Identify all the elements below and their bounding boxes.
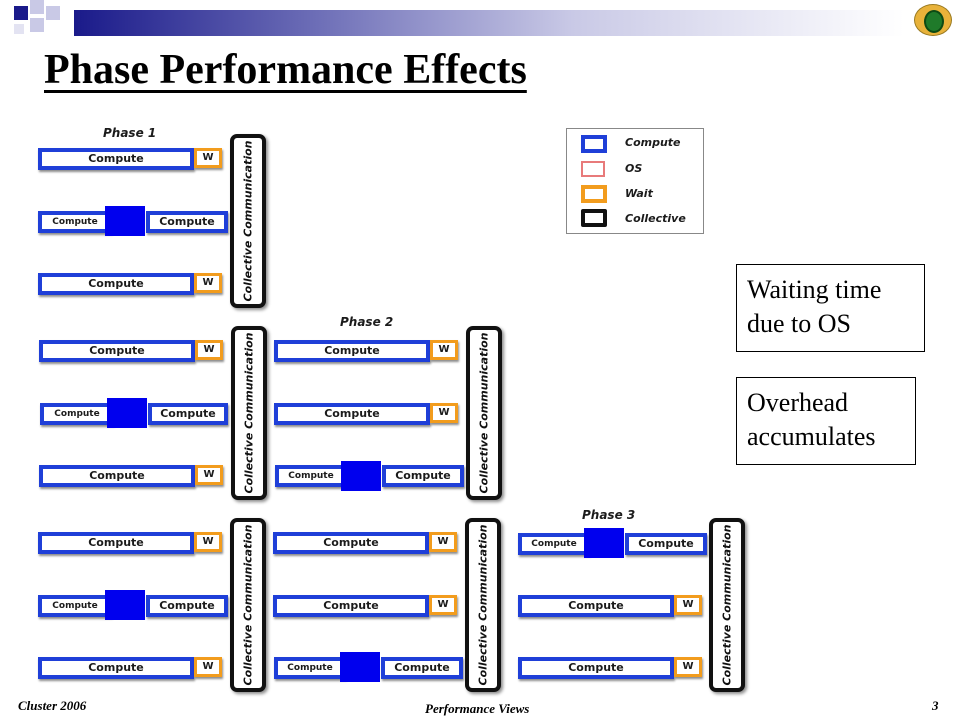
wait-box: W xyxy=(430,403,458,423)
compute-box: Compute xyxy=(38,657,194,679)
collective-communication-bar: Collective Communication xyxy=(230,134,266,308)
legend-compute-swatch xyxy=(581,135,607,153)
page-number: 3 xyxy=(932,698,939,713)
wait-box: W xyxy=(674,595,702,615)
os-block xyxy=(107,398,147,428)
wait-box: W xyxy=(195,340,223,360)
compute-box: Compute xyxy=(39,465,195,487)
collective-communication-bar: Collective Communication xyxy=(465,518,501,692)
compute-box: Compute xyxy=(381,657,463,679)
collective-label: Collective Communication xyxy=(241,524,255,686)
legend: Compute OS Wait Collective xyxy=(566,128,704,234)
compute-box: Compute xyxy=(38,148,194,170)
wait-box: W xyxy=(194,148,222,168)
collective-label: Collective Communication xyxy=(477,332,491,494)
compute-box: Compute xyxy=(518,657,674,679)
wait-box: W xyxy=(429,532,457,552)
collective-label: Collective Communication xyxy=(241,140,255,302)
legend-label: Collective xyxy=(625,212,686,225)
wait-box: W xyxy=(429,595,457,615)
decor-square xyxy=(14,24,24,34)
compute-box: Compute xyxy=(275,465,347,487)
legend-wait-swatch xyxy=(581,185,607,203)
phase-label: Phase 3 xyxy=(582,508,636,522)
decor-square xyxy=(30,18,44,32)
wait-box: W xyxy=(194,273,222,293)
compute-box: Compute xyxy=(518,595,674,617)
collective-communication-bar: Collective Communication xyxy=(230,518,266,692)
compute-box: Compute xyxy=(148,403,228,425)
compute-box: Compute xyxy=(273,532,429,554)
os-block xyxy=(584,528,624,558)
wait-box: W xyxy=(430,340,458,360)
legend-label: OS xyxy=(625,162,643,175)
compute-box: Compute xyxy=(518,533,590,555)
compute-box: Compute xyxy=(38,273,194,295)
compute-box: Compute xyxy=(273,595,429,617)
wait-box: W xyxy=(194,532,222,552)
os-block xyxy=(105,206,145,236)
note-waiting-time: Waiting time due to OS xyxy=(736,264,925,352)
compute-box: Compute xyxy=(38,532,194,554)
note-overhead: Overhead accumulates xyxy=(736,377,916,465)
decor-square xyxy=(30,0,44,14)
collective-communication-bar: Collective Communication xyxy=(466,326,502,500)
compute-box: Compute xyxy=(38,211,112,233)
compute-box: Compute xyxy=(39,340,195,362)
compute-box: Compute xyxy=(146,595,228,617)
compute-box: Compute xyxy=(382,465,464,487)
footer-center: Performance Views xyxy=(425,701,530,716)
collective-label: Collective Communication xyxy=(476,524,490,686)
wait-box: W xyxy=(195,465,223,485)
legend-os-swatch xyxy=(581,161,605,177)
compute-box: Compute xyxy=(146,211,228,233)
decor-square xyxy=(14,6,28,20)
phase-label: Phase 2 xyxy=(340,315,394,329)
collective-communication-bar: Collective Communication xyxy=(709,518,745,692)
compute-box: Compute xyxy=(40,403,114,425)
title-gradient-bar xyxy=(74,10,904,36)
wait-box: W xyxy=(194,657,222,677)
legend-collective-swatch xyxy=(581,209,607,227)
slide-title: Phase Performance Effects xyxy=(44,47,527,93)
collective-label: Collective Communication xyxy=(242,332,256,494)
phase-label: Phase 1 xyxy=(103,126,157,140)
compute-box: Compute xyxy=(38,595,112,617)
legend-label: Wait xyxy=(625,187,653,200)
compute-box: Compute xyxy=(274,403,430,425)
legend-label: Compute xyxy=(625,136,681,149)
compute-box: Compute xyxy=(274,657,346,679)
os-block xyxy=(341,461,381,491)
os-block xyxy=(105,590,145,620)
os-block xyxy=(340,652,380,682)
footer-left: Cluster 2006 xyxy=(18,698,87,713)
compute-box: Compute xyxy=(625,533,707,555)
collective-label: Collective Communication xyxy=(720,524,734,686)
compute-box: Compute xyxy=(274,340,430,362)
oregon-o-logo-icon xyxy=(914,4,952,36)
decor-square xyxy=(46,6,60,20)
collective-communication-bar: Collective Communication xyxy=(231,326,267,500)
wait-box: W xyxy=(674,657,702,677)
